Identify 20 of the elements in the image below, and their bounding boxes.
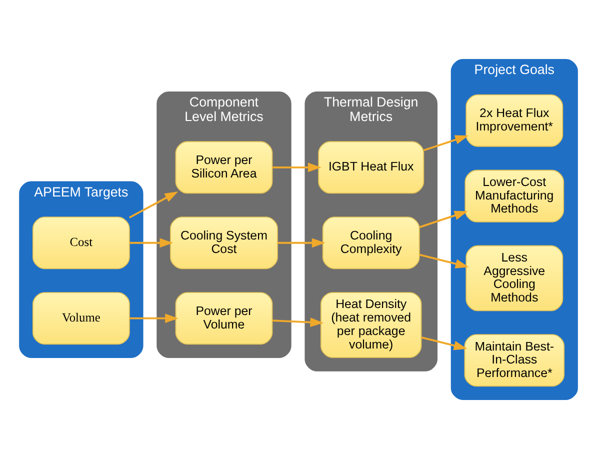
node-box: Cooling Complexity xyxy=(322,216,420,269)
arrow xyxy=(278,238,326,248)
arrow xyxy=(272,162,322,172)
node-box: Power per Silicon Area xyxy=(175,140,273,194)
node-box: Volume xyxy=(32,292,130,344)
arrow xyxy=(419,253,469,268)
arrow xyxy=(272,317,324,326)
node-box: Lower-Cost Manufacturing Methods xyxy=(464,169,564,222)
node-box: Cooling System Cost xyxy=(170,216,278,269)
node-box: IGBT Heat Flux xyxy=(318,140,424,194)
node-box: Maintain Best-In-Class Performance* xyxy=(464,334,565,386)
node-box: Cost xyxy=(32,216,130,269)
node-box: Less Aggressive Cooling Methods xyxy=(466,244,564,311)
node-box: 2x Heat Flux Improvement* xyxy=(466,94,564,146)
node-box: Power per Volume xyxy=(175,292,273,344)
node-box: Heat Density (heat removed per package volume) xyxy=(320,292,422,358)
arrow xyxy=(129,238,174,248)
arrow xyxy=(419,210,468,228)
arrow xyxy=(129,313,178,323)
arrow xyxy=(424,134,469,151)
